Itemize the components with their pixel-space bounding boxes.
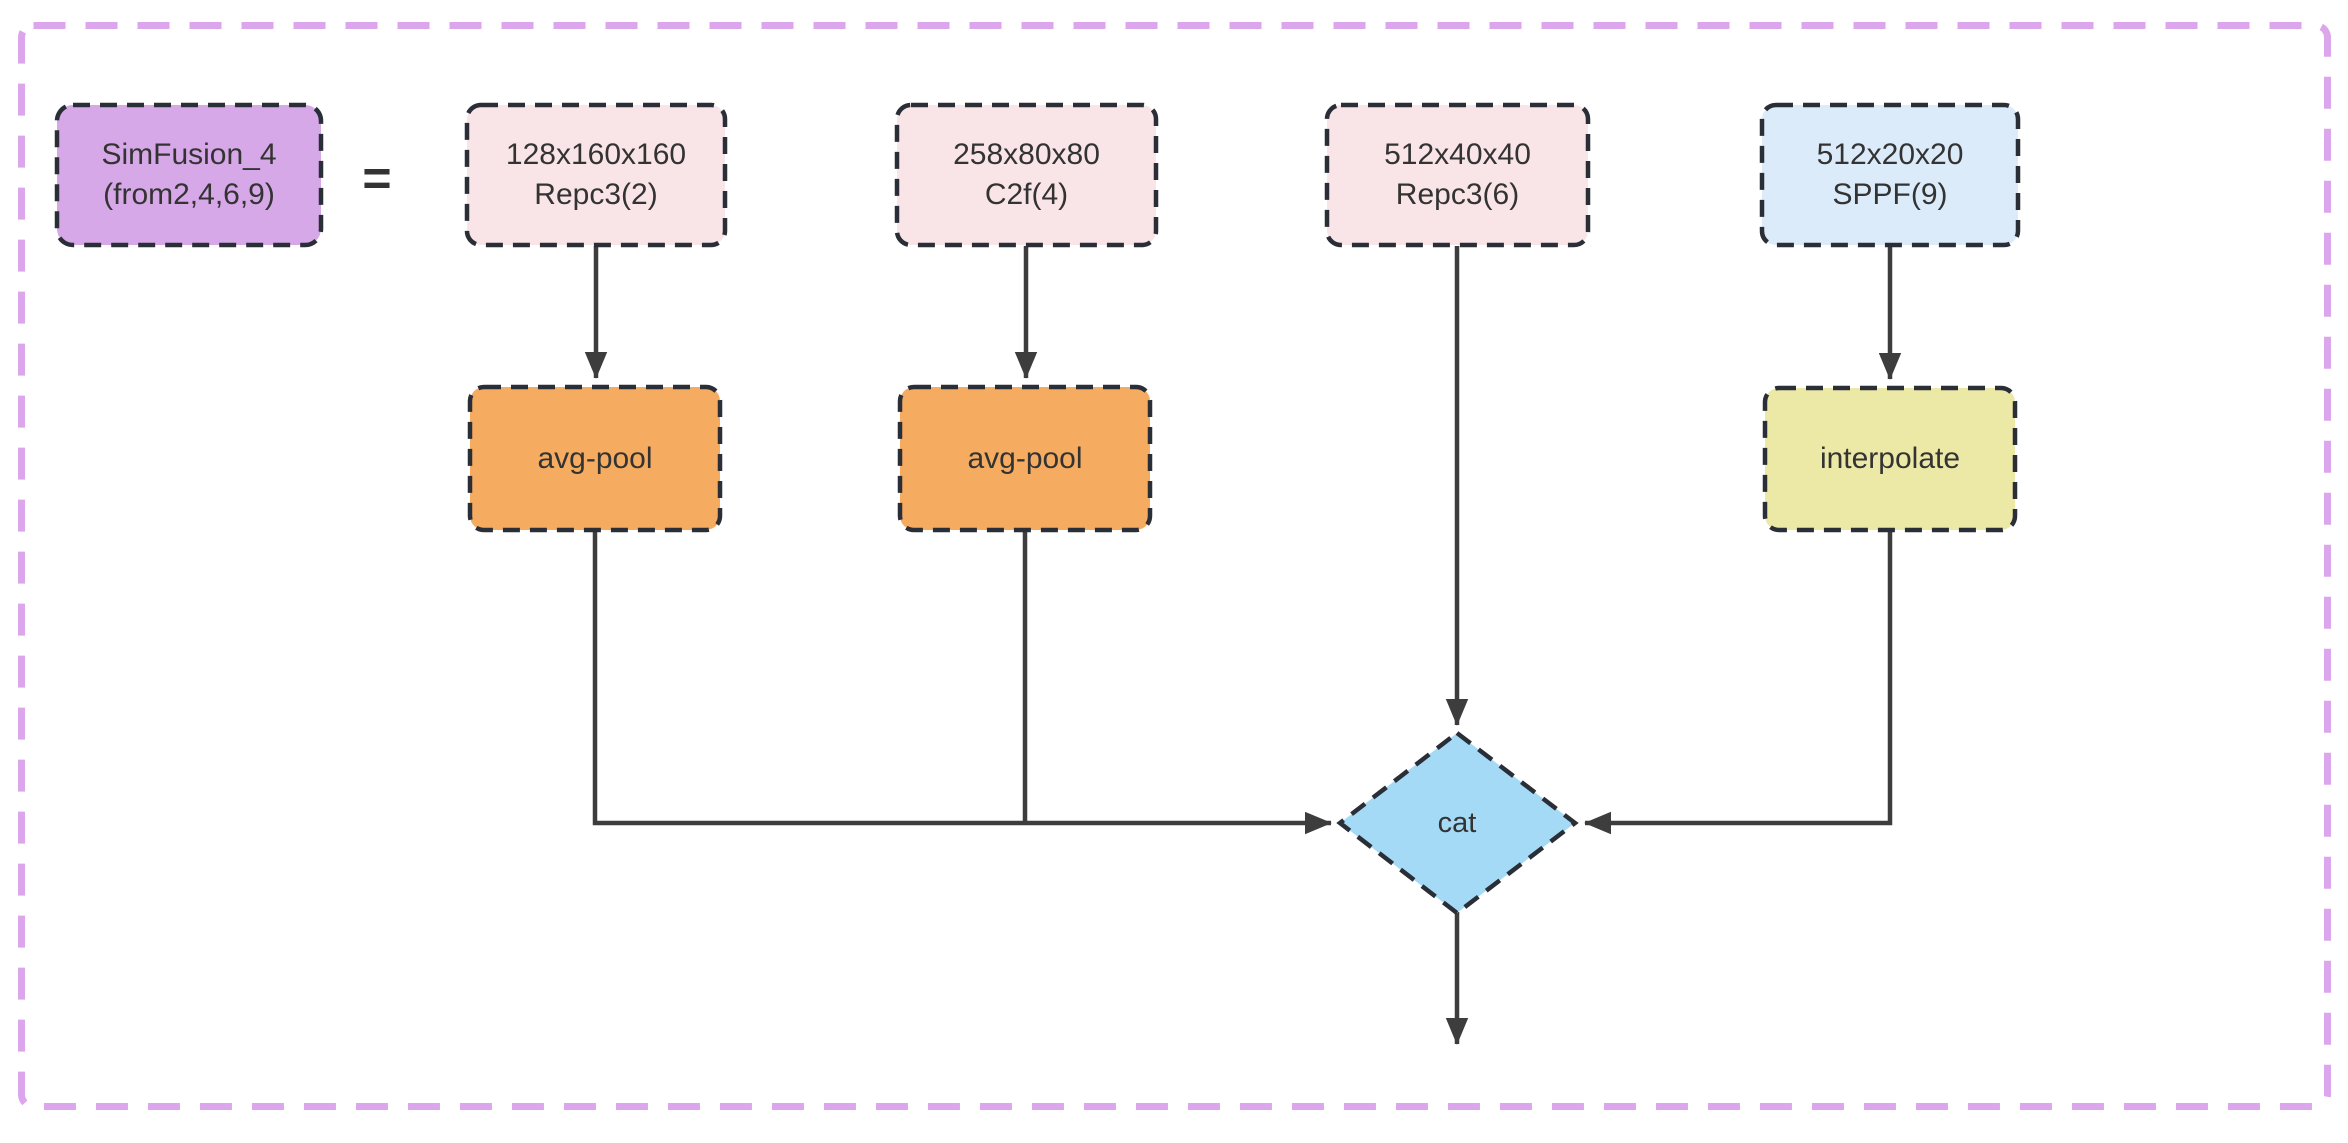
feature-node-rect-repc3-6 [1324, 102, 1591, 248]
title-node-line2: (from2,4,6,9) [103, 178, 275, 211]
feature-node-name-label: C2f(4) [984, 178, 1069, 211]
op-node-rect-avgpool-2 [897, 384, 1153, 533]
op-node-label: avg-pool [967, 441, 1083, 475]
feature-node-repc3-2: 128x160x160 Repc3(2) [467, 105, 725, 245]
feature-node-shape-label: 258x80x80 [953, 138, 1100, 172]
arrow-avgpool-1-to-cat [592, 530, 1332, 835]
op-node-rect-avgpool-1 [467, 384, 723, 533]
feature-node-rect-repc3-2 [464, 102, 728, 248]
equals-sign: = [362, 150, 392, 206]
outer-dashed-frame [18, 22, 2331, 1110]
feature-node-c2f-4: 258x80x80 C2f(4) [897, 105, 1156, 245]
title-node-line1: SimFusion_4 [101, 138, 277, 172]
op-node-avgpool-2: avg-pool [900, 387, 1150, 530]
feature-node-repc3-6: 512x40x40 Repc3(6) [1327, 105, 1588, 245]
op-node-rect-interpolate [1762, 385, 2018, 533]
feature-node-shape-label: 512x40x40 [1384, 138, 1531, 172]
merge-node-label: cat [1437, 806, 1477, 839]
feature-node-sppf-9: 512x20x20 SPPF(9) [1762, 105, 2018, 245]
feature-node-rect-sppf-9 [1759, 102, 2021, 248]
op-node-avgpool-1: avg-pool [470, 387, 720, 530]
merge-node-diamond [1336, 730, 1579, 916]
feature-node-shape-label: 128x160x160 [505, 138, 687, 172]
merge-node-cat: cat [1397, 798, 1517, 848]
feature-node-name-label: SPPF(9) [1832, 178, 1948, 211]
title-node-rect [54, 102, 324, 248]
feature-node-shape-label: 512x20x20 [1816, 138, 1964, 172]
feature-node-name-label: Repc3(2) [534, 178, 658, 211]
feature-node-rect-c2f-4 [894, 102, 1159, 248]
feature-node-name-label: Repc3(6) [1395, 178, 1520, 211]
arrow-interpolate-to-cat [1584, 528, 1893, 835]
op-node-label: interpolate [1819, 442, 1961, 476]
op-node-interpolate: interpolate [1765, 388, 2015, 530]
op-node-label: avg-pool [537, 441, 653, 475]
title-node: SimFusion_4 (from2,4,6,9) [57, 105, 321, 245]
